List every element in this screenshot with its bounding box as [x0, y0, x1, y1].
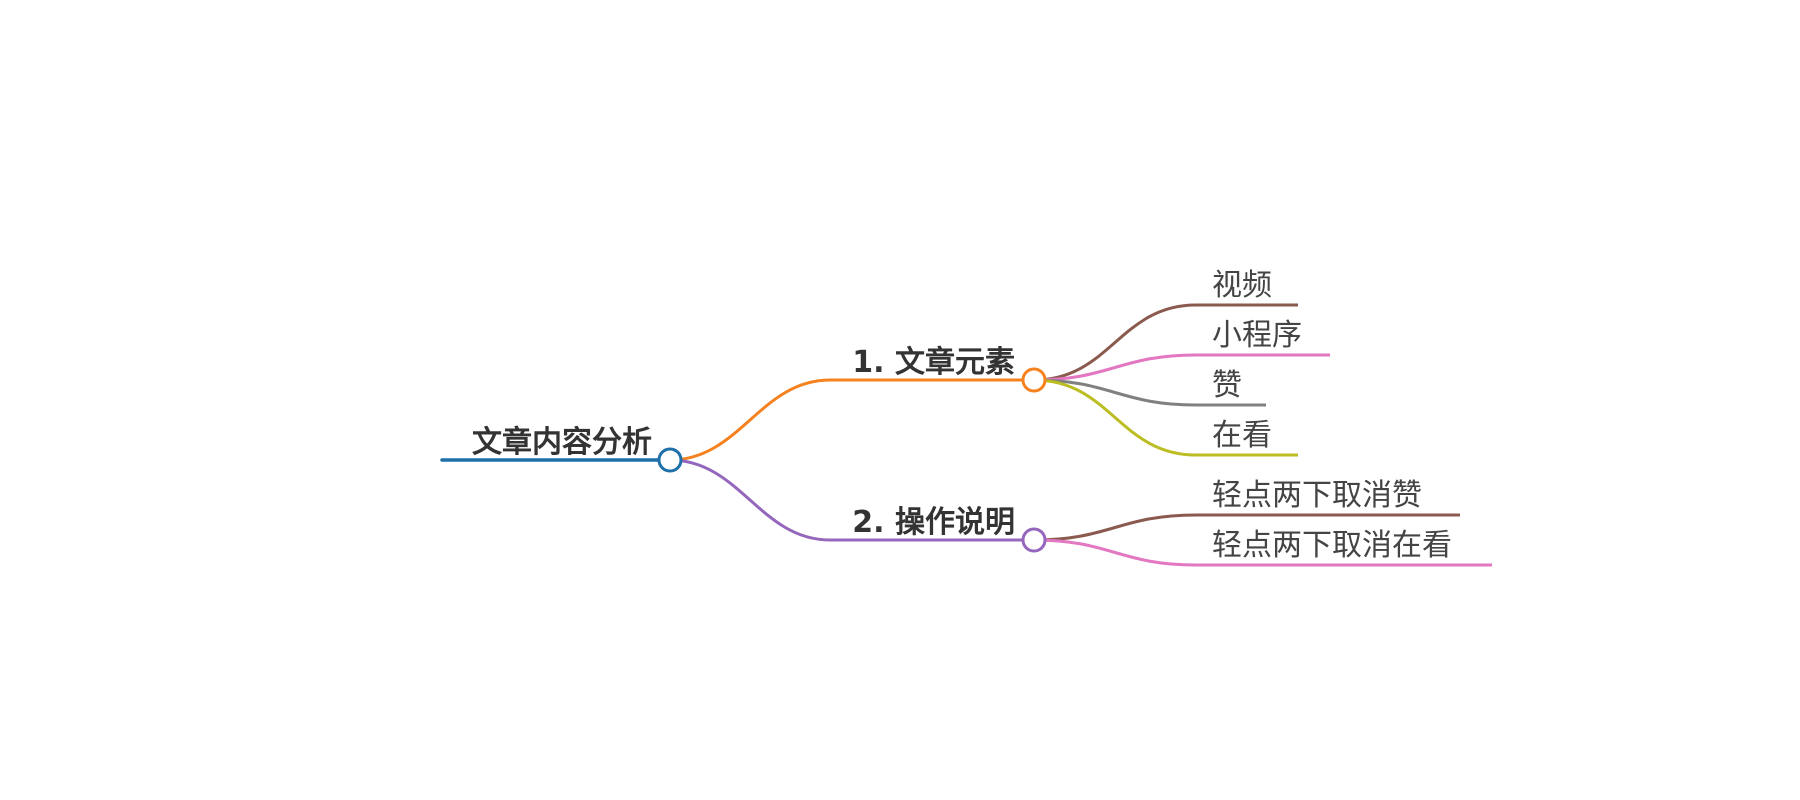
leaf-label-like[interactable]: 赞 — [1212, 368, 1242, 403]
leaf-connector-video — [1033, 303, 1197, 382]
branch-label-operations[interactable]: 2. 操作说明 — [852, 505, 1015, 540]
branch-connector-1 — [669, 378, 831, 462]
leaf-label-miniprogram[interactable]: 小程序 — [1212, 318, 1302, 353]
leaf-connector-cancel-like — [1033, 513, 1197, 542]
leaf-label-cancel-like[interactable]: 轻点两下取消赞 — [1212, 478, 1422, 513]
leaf-label-watching[interactable]: 在看 — [1212, 418, 1272, 453]
leaf-connector-watching — [1033, 378, 1197, 457]
root-collapse-toggle[interactable] — [657, 447, 683, 473]
leaf-connector-like — [1033, 378, 1197, 407]
branch-connector-2 — [669, 458, 831, 542]
leaf-connector-cancel-watching — [1033, 538, 1197, 567]
branch-label-elements[interactable]: 1. 文章元素 — [852, 345, 1015, 380]
leaf-label-cancel-watching[interactable]: 轻点两下取消在看 — [1212, 528, 1452, 563]
leaf-connector-miniprogram — [1033, 353, 1197, 382]
branch-collapse-toggle-1[interactable] — [1021, 367, 1047, 393]
branch-collapse-toggle-2[interactable] — [1021, 527, 1047, 553]
leaf-label-video[interactable]: 视频 — [1212, 268, 1272, 303]
root-node-label[interactable]: 文章内容分析 — [472, 425, 652, 460]
